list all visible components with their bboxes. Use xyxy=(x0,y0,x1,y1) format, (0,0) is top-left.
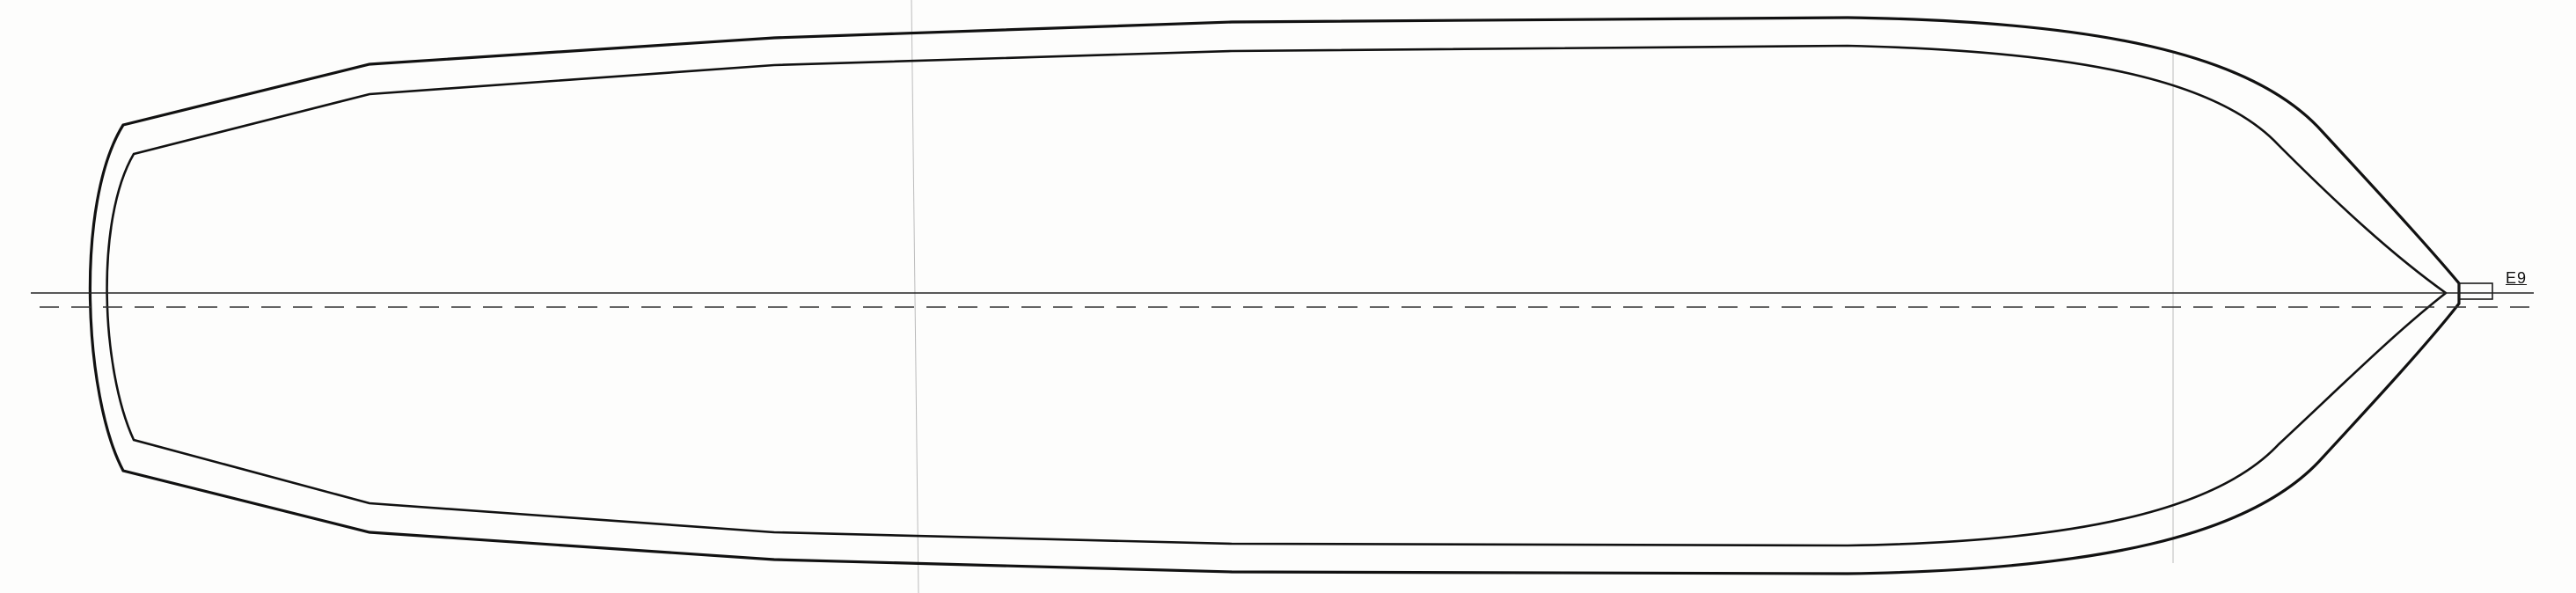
centerline xyxy=(31,292,2534,308)
hull-outline xyxy=(88,16,2493,575)
bow-reference-label: E9 xyxy=(2506,269,2528,287)
paper-fold-lines xyxy=(911,0,2174,593)
